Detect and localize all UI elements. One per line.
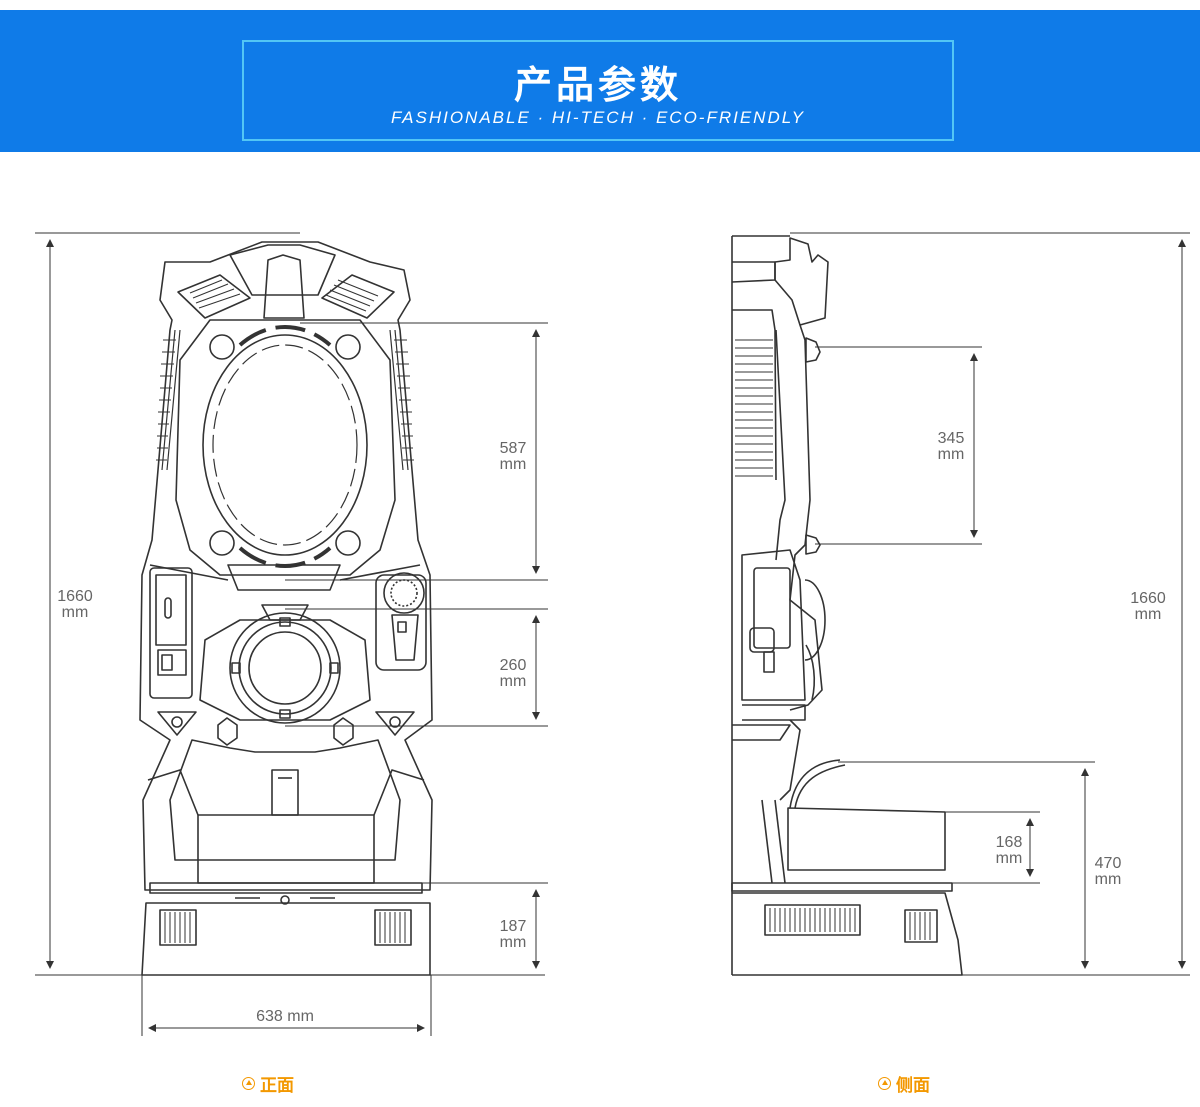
side-seat-height-unit: mm (996, 850, 1023, 867)
side-view-drawing (731, 235, 963, 976)
triangle-up-circle-icon (242, 1077, 255, 1090)
front-width-label: 638 mm (256, 1008, 314, 1025)
side-upper-height-unit: mm (938, 446, 965, 463)
front-view-caption: 正面 (242, 1071, 294, 1096)
side-view-caption: 侧面 (878, 1071, 930, 1096)
side-seat-height-value: 168 (996, 834, 1023, 851)
front-total-height-value: 1660 (57, 588, 93, 605)
side-shelf-height-value: 470 (1095, 855, 1122, 872)
base-height-unit: mm (500, 934, 527, 951)
side-total-height-unit: mm (1135, 606, 1162, 623)
front-view-caption-label: 正面 (260, 1076, 294, 1096)
side-upper-height-value: 345 (938, 430, 965, 447)
side-shelf-height-unit: mm (1095, 871, 1122, 888)
side-total-height-value: 1660 (1130, 590, 1166, 607)
side-dimension-lines (790, 232, 1190, 976)
front-total-height-unit: mm (62, 604, 89, 621)
header-banner: 产品参数 FASHIONABLE · HI-TECH · ECO-FRIENDL… (0, 10, 1200, 152)
side-view-caption-label: 侧面 (896, 1076, 930, 1096)
middle-height-value: 260 (500, 657, 527, 674)
middle-height-unit: mm (500, 673, 527, 690)
front-view-drawing (139, 241, 433, 976)
triangle-up-circle-icon (878, 1077, 891, 1090)
page-title: 产品参数 (513, 63, 682, 107)
base-height-value: 187 (500, 918, 527, 935)
mirror-height-value: 587 (500, 440, 527, 457)
header-frame: 产品参数 FASHIONABLE · HI-TECH · ECO-FRIENDL… (242, 40, 954, 141)
mirror-height-unit: mm (500, 456, 527, 473)
page-subtitle: FASHIONABLE · HI-TECH · ECO-FRIENDLY (391, 108, 805, 127)
front-dimension-lines (35, 232, 548, 1036)
